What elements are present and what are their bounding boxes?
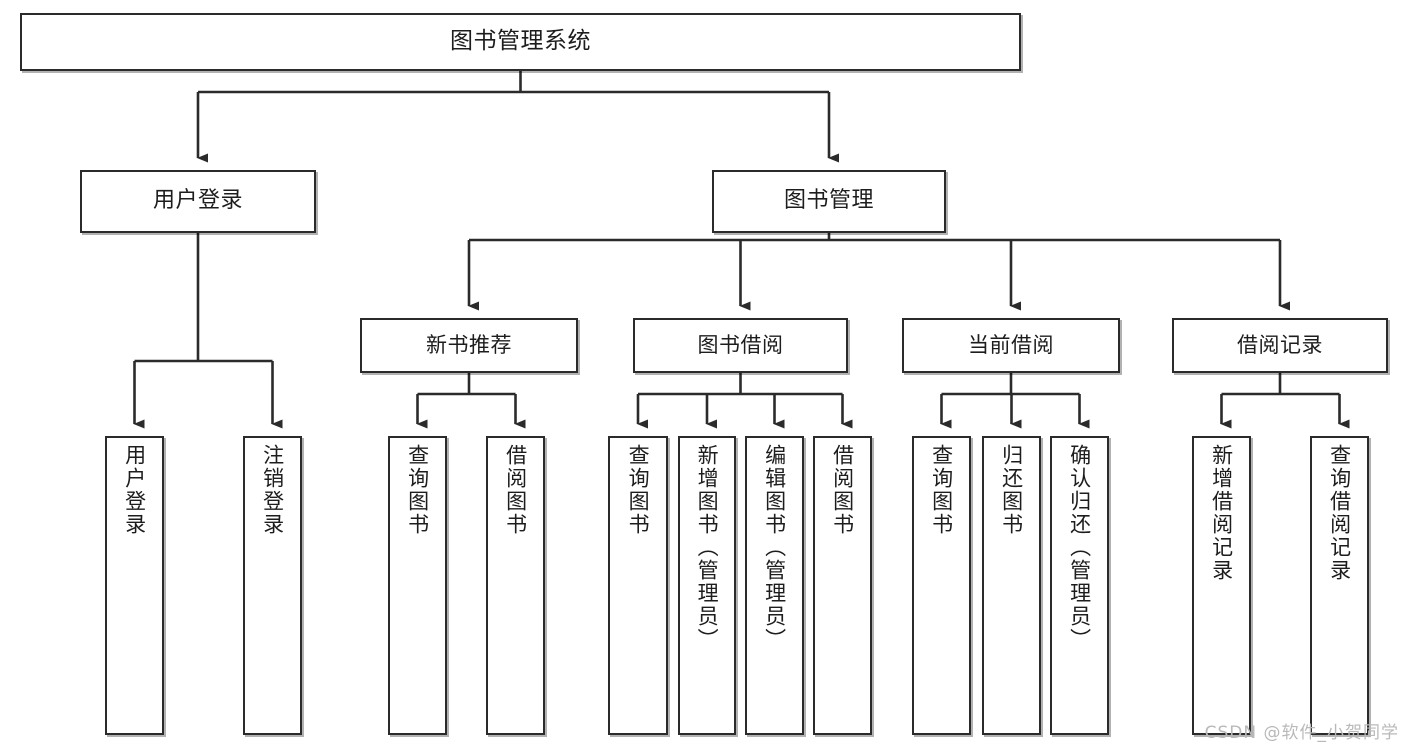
node-label-leaf7: 编辑图书（管理员） xyxy=(762,444,787,651)
node-box-leaf3[interactable]: 查询图书 xyxy=(388,436,447,735)
node-label-borrow: 图书借阅 xyxy=(697,332,784,357)
node-box-newbook[interactable]: 新书推荐 xyxy=(360,318,578,373)
node-label-leaf4: 借阅图书 xyxy=(503,444,528,536)
node-label-leaf6: 新增图书（管理员） xyxy=(695,444,720,651)
node-box-leaf9[interactable]: 查询图书 xyxy=(912,436,971,735)
node-label-newbook: 新书推荐 xyxy=(426,332,512,357)
node-label-leaf13: 查询借阅记录 xyxy=(1327,444,1352,582)
node-label-root: 图书管理系统 xyxy=(450,28,591,55)
node-label-leaf1: 用户登录 xyxy=(122,444,147,536)
node-label-leaf11: 确认归还（管理员） xyxy=(1067,444,1092,651)
node-label-leaf2: 注销登录 xyxy=(260,444,285,536)
node-label-leaf3: 查询图书 xyxy=(405,444,430,536)
node-box-leaf1[interactable]: 用户登录 xyxy=(105,436,164,735)
node-label-leaf9: 查询图书 xyxy=(929,444,954,536)
node-box-current[interactable]: 当前借阅 xyxy=(902,318,1120,373)
node-label-leaf10: 归还图书 xyxy=(999,444,1024,536)
node-box-leaf6[interactable]: 新增图书（管理员） xyxy=(678,436,736,735)
node-box-records[interactable]: 借阅记录 xyxy=(1172,318,1388,373)
node-box-bookmgmt[interactable]: 图书管理 xyxy=(712,170,946,233)
node-box-leaf11[interactable]: 确认归还（管理员） xyxy=(1050,436,1109,735)
node-box-leaf12[interactable]: 新增借阅记录 xyxy=(1192,436,1251,735)
node-label-bookmgmt: 图书管理 xyxy=(783,188,874,214)
node-label-login: 用户登录 xyxy=(152,188,243,214)
node-box-leaf13[interactable]: 查询借阅记录 xyxy=(1310,436,1369,735)
node-box-root[interactable]: 图书管理系统 xyxy=(20,13,1021,71)
node-box-login[interactable]: 用户登录 xyxy=(80,170,316,233)
node-box-leaf5[interactable]: 查询图书 xyxy=(608,436,668,735)
node-box-leaf4[interactable]: 借阅图书 xyxy=(486,436,545,735)
node-label-leaf12: 新增借阅记录 xyxy=(1209,444,1234,582)
node-box-leaf10[interactable]: 归还图书 xyxy=(982,436,1041,735)
node-label-records: 借阅记录 xyxy=(1237,332,1323,357)
node-box-borrow[interactable]: 图书借阅 xyxy=(633,318,848,373)
node-label-current: 当前借阅 xyxy=(968,332,1054,357)
node-label-leaf5: 查询图书 xyxy=(626,444,651,536)
edge-group xyxy=(133,71,1350,429)
node-box-leaf2[interactable]: 注销登录 xyxy=(243,436,302,735)
node-box-leaf8[interactable]: 借阅图书 xyxy=(813,436,872,735)
node-box-leaf7[interactable]: 编辑图书（管理员） xyxy=(745,436,804,735)
node-label-leaf8: 借阅图书 xyxy=(830,444,855,536)
